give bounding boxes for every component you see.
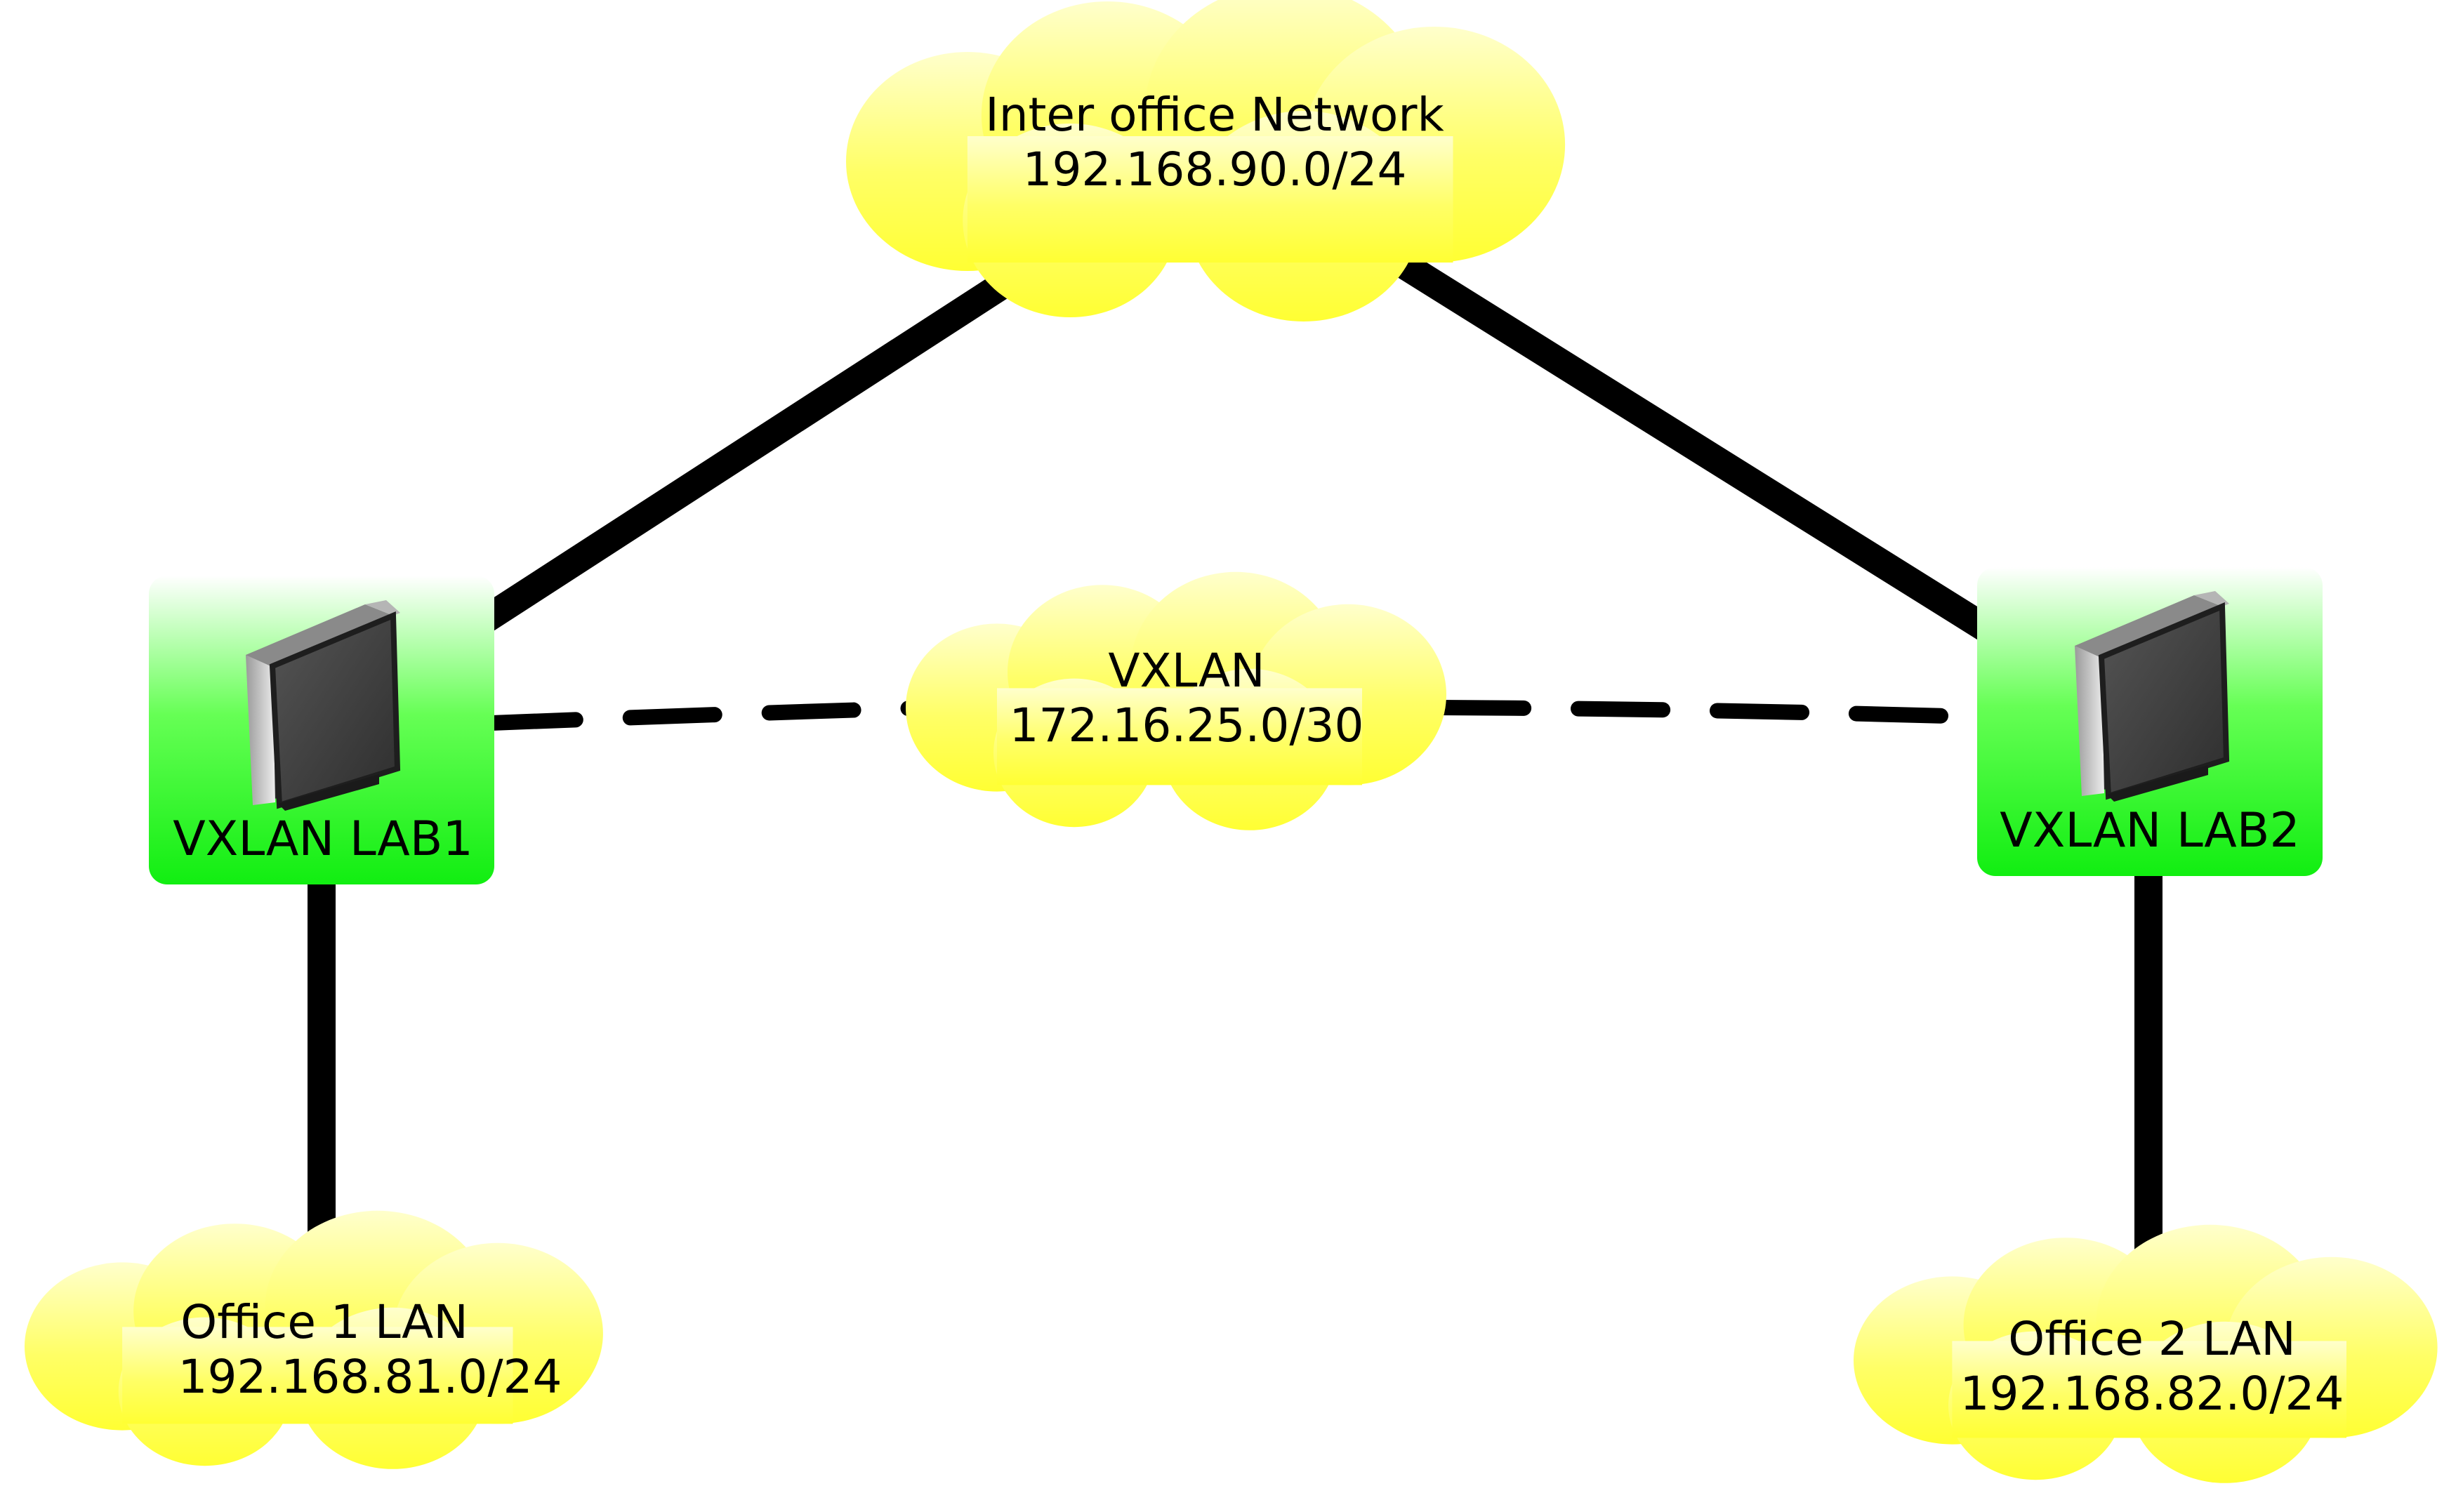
router-lab2[interactable]: VXLAN LAB2 [1977,567,2323,876]
cloud-inter-office: Inter office Network 192.168.90.0/24 [846,0,1566,322]
cloud-vxlan-subnet: 172.16.25.0/30 [1009,698,1363,752]
vxlan-tunnel-link [484,700,2002,731]
cloud-inter-office-subnet: 192.168.90.0/24 [1022,142,1406,197]
links [308,220,2162,1299]
cloud-office2-subnet: 192.168.82.0/24 [1960,1367,2344,1421]
link-lab2-inter-office [1354,227,2016,654]
link-lab1-inter-office [470,220,1092,637]
cloud-office2-name: Office 2 LAN [2008,1312,2295,1366]
cloud-inter-office-name: Inter office Network [985,88,1444,142]
cloud-office1: Office 1 LAN 192.168.81.0/24 [25,1210,603,1469]
cloud-office1-subnet: 192.168.81.0/24 [178,1350,562,1404]
cloud-vxlan-name: VXLAN [1108,644,1264,698]
cloud-office2: Office 2 LAN 192.168.82.0/24 [1854,1224,2438,1483]
cloud-vxlan: VXLAN 172.16.25.0/30 [906,571,1446,830]
router-lab1-label: VXLAN LAB1 [173,811,473,867]
cloud-office1-name: Office 1 LAN [180,1295,468,1349]
router-lab2-label: VXLAN LAB2 [2000,803,2299,858]
router-lab1[interactable]: VXLAN LAB1 [149,576,494,884]
